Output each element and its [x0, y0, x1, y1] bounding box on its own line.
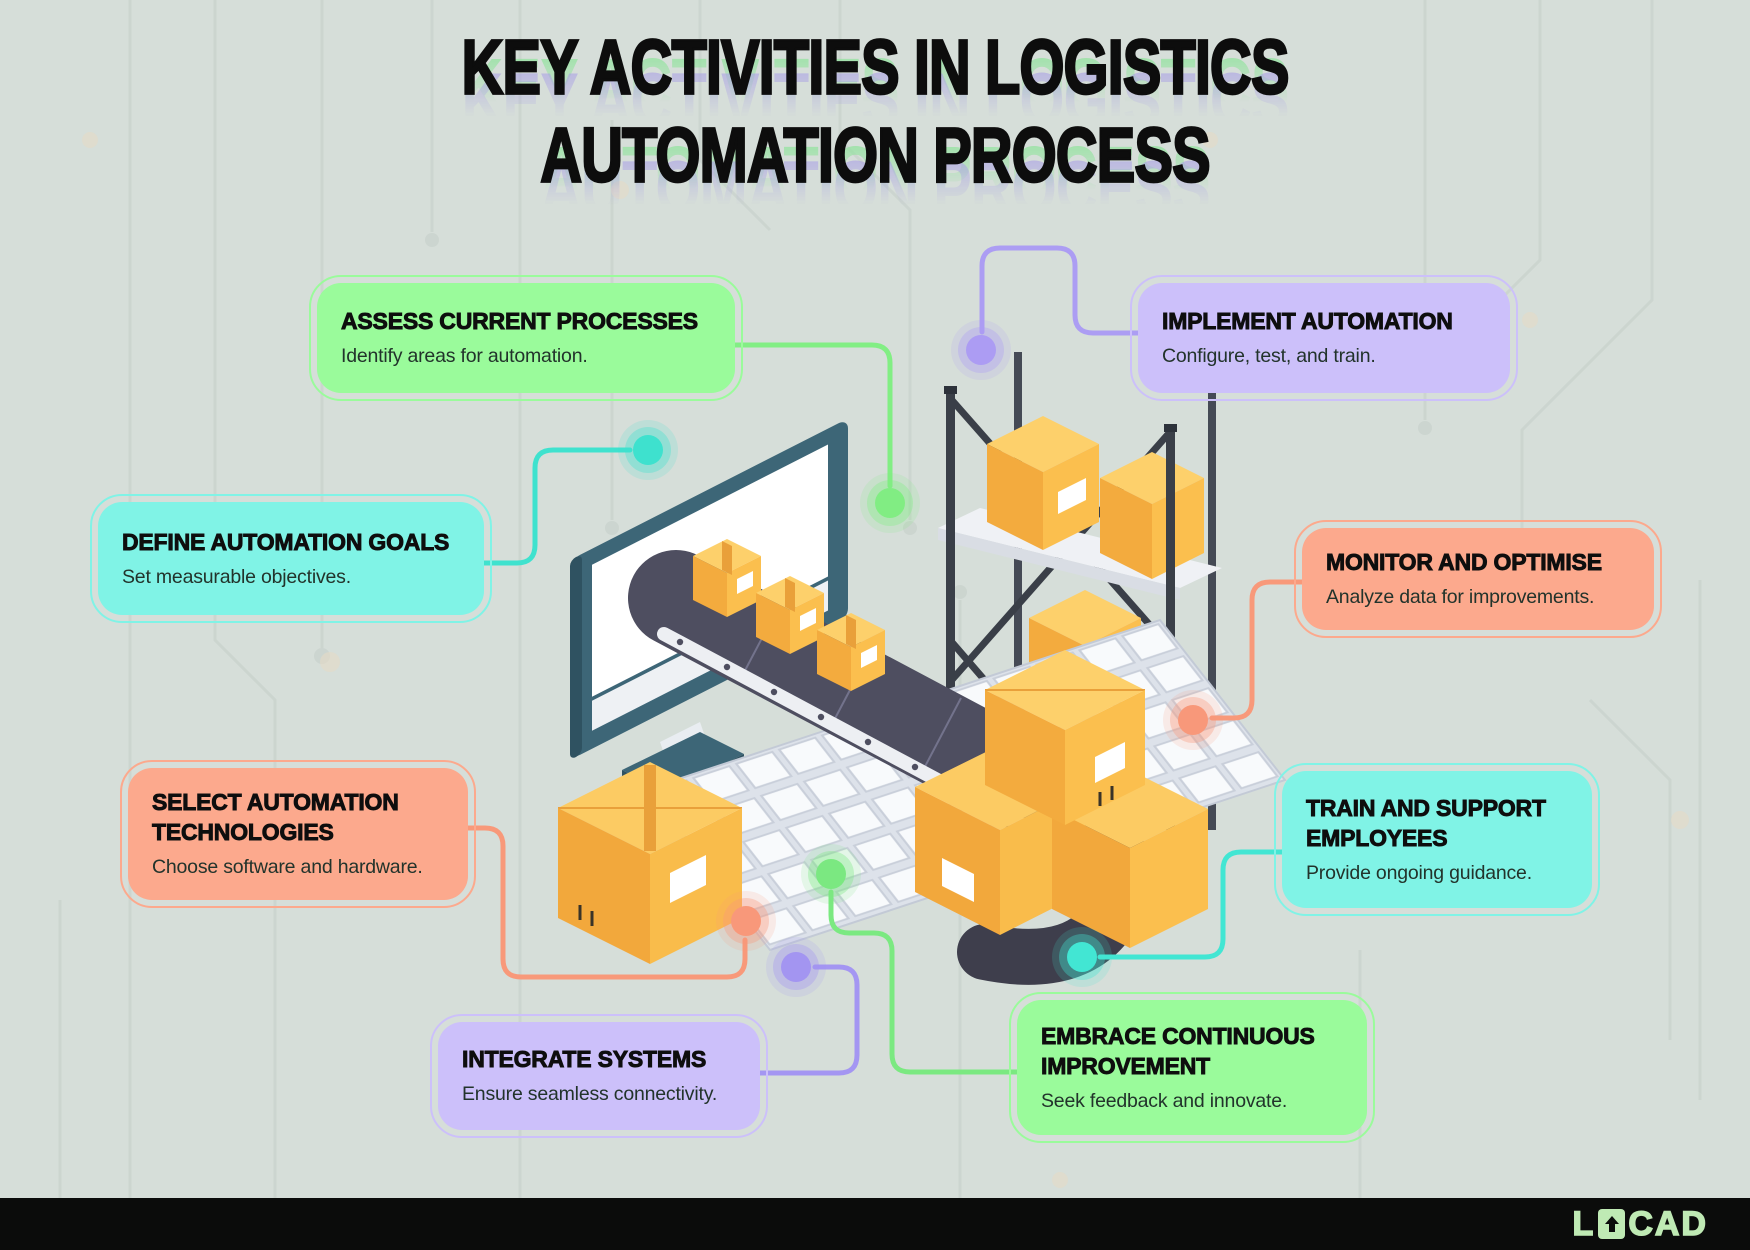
callout-embrace-continuous-improvement: EMBRACE CONTINUOUS IMPROVEMENT Seek feed…	[1009, 992, 1375, 1143]
title-line-1: KEY ACTIVITIES IN LOGISTICS KEY ACTIVITI…	[461, 24, 1291, 144]
footer-bar: L CAD	[0, 1198, 1750, 1250]
connector-assess	[732, 342, 893, 489]
connector-implement	[979, 245, 1141, 336]
step-body: Identify areas for automation.	[341, 345, 588, 368]
step-body: Seek feedback and innovate.	[1041, 1089, 1288, 1112]
callout-integrate-systems: INTEGRATE SYSTEMS Ensure seamless connec…	[430, 1014, 768, 1138]
step-heading: EMBRACE CONTINUOUS IMPROVEMENT	[1041, 1022, 1316, 1079]
connector-dot-monitor	[1163, 690, 1223, 750]
locad-logo: L CAD	[1572, 1204, 1708, 1244]
title-line-2: AUTOMATION PROCESS AUTOMATION PROCESS AU…	[539, 112, 1211, 232]
step-heading: SELECT AUTOMATION TECHNOLOGIES	[152, 789, 400, 846]
connector-dot-embrace	[801, 844, 861, 904]
step-heading: INTEGRATE SYSTEMS	[462, 1046, 707, 1073]
shelf-box-icon	[987, 416, 1204, 726]
logo-text-suffix: CAD	[1628, 1204, 1708, 1244]
connector-monitor	[1209, 579, 1305, 721]
step-heading: IMPLEMENT AUTOMATION	[1162, 308, 1454, 335]
logo-text-prefix: L	[1572, 1204, 1596, 1244]
step-body: Configure, test, and train.	[1162, 345, 1376, 368]
step-body: Ensure seamless connectivity.	[462, 1083, 718, 1106]
callout-train-and-support-employees: TRAIN AND SUPPORT EMPLOYEES Provide ongo…	[1274, 763, 1600, 916]
connector-integrate	[757, 964, 860, 1076]
connector-dot-select	[716, 891, 776, 951]
connector-embrace	[828, 889, 1020, 1075]
callout-assess-current-processes: ASSESS CURRENT PROCESSES Identify areas …	[309, 275, 743, 401]
step-body: Set measurable objectives.	[122, 565, 351, 588]
step-body: Analyze data for improvements.	[1326, 586, 1595, 609]
connector-select	[465, 825, 748, 980]
connector-dot-define	[618, 420, 678, 480]
infographic-title: KEY ACTIVITIES IN LOGISTICS KEY ACTIVITI…	[0, 24, 1750, 227]
step-body: Provide ongoing guidance.	[1306, 861, 1532, 884]
connector-dot-integrate	[766, 937, 826, 997]
connector-define	[481, 447, 633, 566]
stacked-boxes-icon	[915, 650, 1208, 948]
step-heading: DEFINE AUTOMATION GOALS	[122, 528, 450, 555]
connector-dot-implement	[951, 320, 1011, 380]
connector-dot-train	[1052, 927, 1112, 987]
callout-monitor-and-optimise: MONITOR AND OPTIMISE Analyze data for im…	[1294, 520, 1662, 638]
callout-select-automation-technologies: SELECT AUTOMATION TECHNOLOGIES Choose so…	[120, 760, 476, 908]
callout-implement-automation: IMPLEMENT AUTOMATION Configure, test, an…	[1130, 275, 1518, 401]
step-body: Choose software and hardware.	[152, 856, 423, 879]
callout-define-automation-goals: DEFINE AUTOMATION GOALS Set measurable o…	[90, 494, 492, 623]
step-heading: TRAIN AND SUPPORT EMPLOYEES	[1306, 794, 1547, 851]
locad-logo-arrow-icon	[1598, 1209, 1626, 1239]
connector-train	[1097, 849, 1285, 960]
step-heading: MONITOR AND OPTIMISE	[1326, 549, 1603, 576]
connector-dot-assess	[860, 473, 920, 533]
step-heading: ASSESS CURRENT PROCESSES	[341, 308, 699, 335]
